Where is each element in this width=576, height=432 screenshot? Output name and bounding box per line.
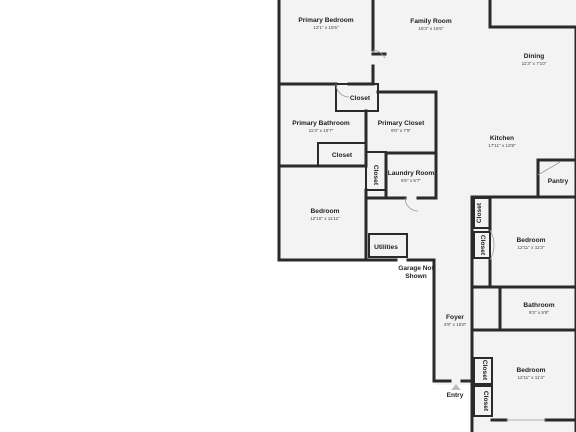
- garage-note-line2: Shown: [405, 273, 427, 280]
- laundry-room-label: Laundry Room: [388, 170, 435, 177]
- foyer-label: Foyer: [446, 314, 464, 321]
- dining-dims: 11'3" x 7'10": [522, 61, 547, 66]
- door-swings: [335, 49, 561, 421]
- family-room-dims: 15'3" x 16'6": [418, 26, 444, 31]
- entry-arrow-icon: [451, 384, 461, 390]
- closet-bath-label: Closet: [332, 152, 353, 159]
- kitchen-label: Kitchen: [490, 135, 514, 142]
- primary-bathroom-label: Primary Bathroom: [292, 120, 350, 127]
- bedroom-left-dims: 12'10" x 11'11": [310, 216, 340, 221]
- pantry-label: Pantry: [548, 178, 569, 185]
- closet-vertical-label: Closet: [372, 165, 379, 186]
- primary-bedroom-label: Primary Bedroom: [298, 17, 353, 24]
- closet-top-label: Closet: [350, 95, 371, 102]
- bathroom-label: Bathroom: [523, 302, 554, 309]
- room-labels: Primary Bedroom 12'1" x 15'5" Family Roo…: [292, 17, 568, 412]
- closet-right-3-label: Closet: [481, 360, 488, 381]
- utilities-label: Utilities: [374, 244, 398, 251]
- closet-right-1-label: Closet: [476, 202, 483, 223]
- laundry-room-dims: 6'5" x 5'7": [401, 178, 421, 183]
- bedroom-left-label: Bedroom: [311, 208, 340, 215]
- garage-note-line1: Garage Not: [398, 265, 434, 272]
- floor-area: [279, 0, 576, 432]
- closet-right-2-label: Closet: [479, 235, 486, 256]
- bathroom-dims: 9'3" x 5'8": [529, 310, 549, 315]
- bedroom-right-bottom-label: Bedroom: [517, 367, 546, 374]
- primary-closet-label: Primary Closet: [378, 120, 425, 127]
- primary-bathroom-dims: 11'3" x 10'7": [309, 128, 334, 133]
- family-room-label: Family Room: [410, 18, 452, 25]
- closet-right-4-label: Closet: [482, 391, 489, 412]
- entry-label: Entry: [447, 392, 464, 399]
- bedroom-right-top-dims: 12'11" x 11'3": [517, 245, 544, 250]
- bedroom-right-bottom-dims: 12'11" x 11'4": [517, 375, 544, 380]
- primary-closet-dims: 9'0" x 7'9": [391, 128, 411, 133]
- dining-label: Dining: [524, 53, 545, 60]
- kitchen-dims: 17'11" x 13'8": [488, 143, 516, 148]
- foyer-dims: 4'9" x 15'8": [444, 322, 467, 327]
- walls: [277, 0, 576, 432]
- primary-bedroom-dims: 12'1" x 15'5": [313, 25, 339, 30]
- bedroom-right-top-label: Bedroom: [517, 237, 546, 244]
